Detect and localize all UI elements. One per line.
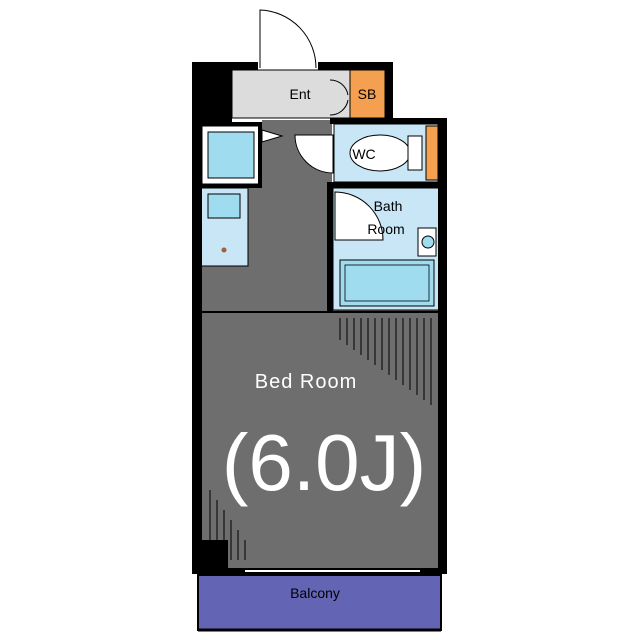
washbasin-bowl <box>421 235 435 249</box>
shoe-box-doors <box>329 79 349 116</box>
toilet-label: WC <box>352 146 375 162</box>
bath-label-line1: Bath <box>374 198 403 214</box>
shoe-box-label: SB <box>358 86 377 102</box>
toilet-tank <box>407 135 423 171</box>
washer <box>207 131 255 179</box>
entrance-label: Ent <box>289 86 310 102</box>
toilet-storage <box>425 125 439 181</box>
entrance-door <box>259 9 317 69</box>
kitchen-stove <box>221 247 227 253</box>
toilet-door <box>294 134 334 174</box>
bedroom-size: (6.0J) <box>222 418 427 507</box>
bathtub-inner <box>344 264 430 302</box>
kitchen-sink <box>207 193 241 219</box>
bath-door <box>334 191 384 241</box>
balcony <box>197 574 442 631</box>
bedroom-label: Bed Room <box>255 371 358 393</box>
balcony-label: Balcony <box>290 585 340 601</box>
bath-label-line2: Room <box>367 221 404 237</box>
